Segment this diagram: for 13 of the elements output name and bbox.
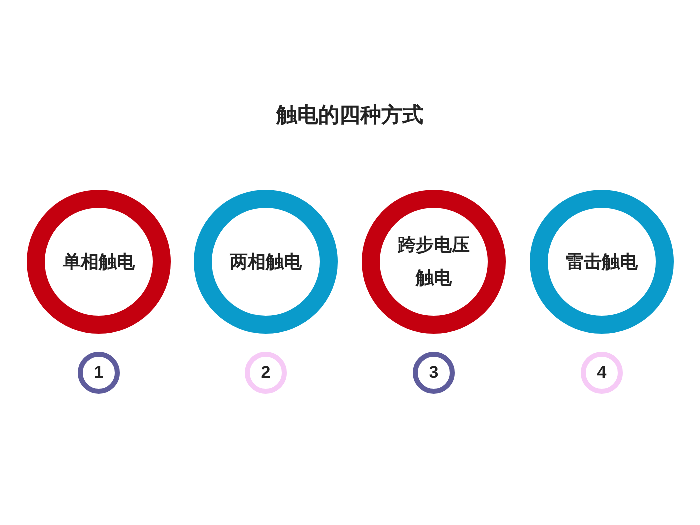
ring-label: 跨步电压触电 xyxy=(397,234,471,291)
ring-label: 单相触电 xyxy=(62,250,136,274)
number-circle xyxy=(581,352,623,394)
step-number: 3 xyxy=(429,363,439,383)
step-number: 4 xyxy=(597,363,607,383)
title: 触电的四种方式 xyxy=(276,102,424,129)
number-circle xyxy=(78,352,120,394)
step-number: 1 xyxy=(94,363,104,383)
ring-label: 雷击触电 xyxy=(565,250,639,274)
number-circle xyxy=(413,352,455,394)
ring-label: 两相触电 xyxy=(229,250,303,274)
step-number: 2 xyxy=(261,363,271,383)
number-circle xyxy=(245,352,287,394)
